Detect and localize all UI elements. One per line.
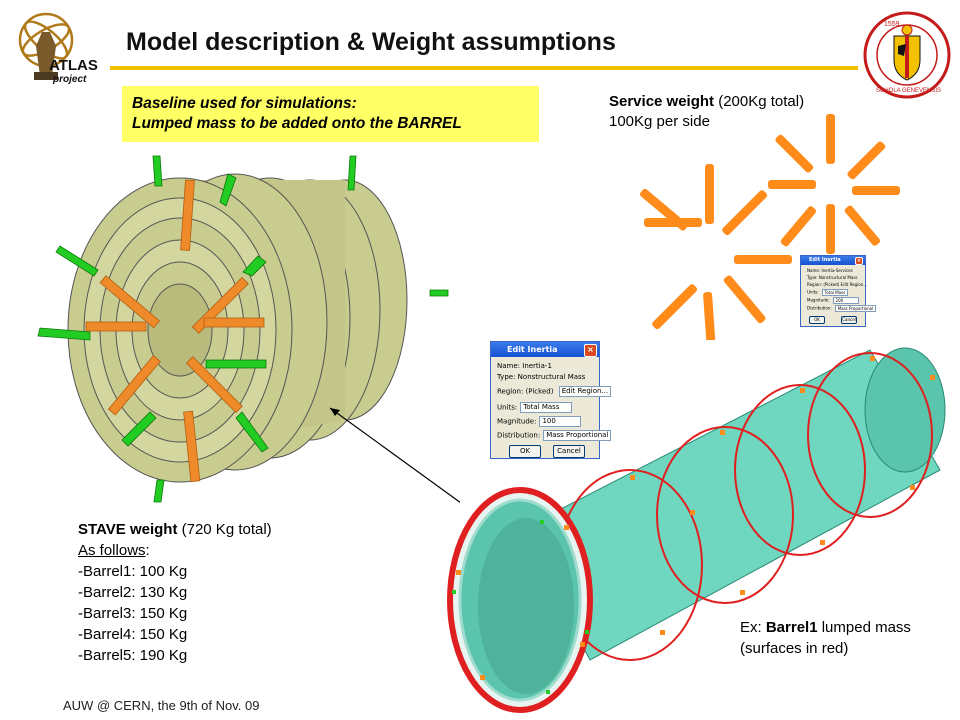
service-weight-per-side: 100Kg per side: [609, 113, 710, 130]
baseline-line-1: Baseline used for simulations:: [132, 95, 357, 112]
dialog-small-close-icon[interactable]: ×: [855, 257, 863, 265]
seal-motto: SCHOLA GENEVENSIS: [876, 88, 941, 94]
dialog-large-region-row: Region: (Picked) Edit Region...: [497, 386, 612, 397]
dialog-small-units-select[interactable]: Total Mass: [821, 289, 849, 296]
dialog-small-type-row: Type: Nonstructural Mass: [807, 275, 858, 280]
dialog-small-name-row: Name: Inertia-Services: [807, 268, 853, 273]
dialog-small-distribution-row: Distribution:Mass Proportional: [807, 305, 877, 312]
dialog-large-type-row: Type: Nonstructural Mass: [497, 373, 586, 381]
dialog-large-units-row: Units:Total Mass: [497, 402, 573, 413]
dialog-large-ok-button[interactable]: OK: [509, 445, 541, 458]
dialog-large-units-select[interactable]: Total Mass: [520, 402, 573, 413]
example-barrel-name: Barrel1: [765, 619, 818, 636]
dialog-small-distribution-select[interactable]: Mass Proportional: [834, 305, 877, 312]
seal-year: 1559: [884, 21, 900, 28]
dialog-large-distribution-row: Distribution:Mass Proportional: [497, 430, 612, 441]
atlas-logo-text: ATLAS: [49, 57, 98, 74]
dialog-small-units-row: Units:Total Mass: [807, 289, 849, 296]
dialog-small-title: Edit Inertia: [809, 257, 841, 263]
service-mass-illustration: [640, 114, 900, 340]
dialog-large-name-value: Inertia-1: [522, 362, 552, 370]
edit-inertia-dialog-small[interactable]: Edit Inertia × Name: Inertia-Services Typ…: [800, 255, 877, 327]
dialog-small-magnitude-input[interactable]: 200: [832, 297, 859, 304]
dialog-large-edit-region-button[interactable]: Edit Region...: [558, 386, 612, 397]
dialog-small-ok-button[interactable]: OK: [809, 316, 825, 324]
stave-item-barrel1: -Barrel1: 100 Kg: [78, 563, 188, 580]
stave-item-barrel3: -Barrel3: 150 Kg: [78, 605, 188, 622]
title-underline: [110, 66, 858, 70]
dialog-small-region-row: Region: (Picked) Edit Region...: [807, 282, 868, 287]
dialog-small-name-value: Inertia-Services: [821, 268, 853, 273]
stave-item-barrel2: -Barrel2: 130 Kg: [78, 584, 188, 601]
dialog-small-magnitude-row: Magnitude:200: [807, 297, 859, 304]
service-weight-text: Service weight (200Kg total) 100Kg per s…: [609, 92, 804, 132]
footer-text: AUW @ CERN, the 9th of Nov. 09: [63, 698, 260, 713]
stave-as-follows: As follows: [78, 542, 146, 559]
example-surfaces-note: (surfaces in red): [740, 640, 849, 657]
service-weight-label: Service weight: [609, 93, 715, 110]
baseline-note-box: Baseline used for simulations: Lumped ma…: [122, 86, 539, 142]
dialog-large-distribution-select[interactable]: Mass Proportional: [543, 430, 612, 441]
dialog-large-title: Edit Inertia: [507, 345, 558, 354]
stave-weight-label: STAVE weight: [78, 521, 178, 538]
university-seal: 1559 SCHOLA GENEVENSIS: [863, 11, 951, 99]
barrel1-cylinder-illustration: [447, 347, 946, 713]
dialog-large-magnitude-row: Magnitude:100: [497, 416, 582, 427]
edit-inertia-dialog-large[interactable]: Edit Inertia × Name: Inertia-1 Type: Nons…: [490, 341, 612, 459]
stave-weight-text: STAVE weight (720 Kg total) As follows: …: [78, 521, 272, 664]
atlas-logo: ATLAS project: [18, 12, 98, 85]
dialog-large-cancel-button[interactable]: Cancel: [553, 445, 585, 458]
stave-weight-total: (720 Kg total): [177, 521, 272, 538]
stave-item-barrel5: -Barrel5: 190 Kg: [78, 647, 188, 664]
dialog-large-close-icon[interactable]: ×: [584, 344, 597, 357]
barrel-model-illustration: [37, 155, 460, 503]
dialog-large-name-row: Name: Inertia-1: [497, 362, 552, 370]
stave-item-barrel4: -Barrel4: 150 Kg: [78, 626, 188, 643]
slide-title: Model description & Weight assumptions: [126, 28, 616, 56]
atlas-logo-subtext: project: [52, 74, 87, 85]
barrel1-example-caption: Ex: Barrel1 lumped mass (surfaces in red…: [740, 619, 911, 657]
dialog-small-edit-region-button[interactable]: Edit Region...: [840, 282, 868, 287]
dialog-large-magnitude-input[interactable]: 100: [539, 416, 582, 427]
service-weight-total: (200Kg total): [714, 93, 805, 110]
dialog-small-cancel-button[interactable]: Cancel: [841, 316, 857, 324]
baseline-line-2: Lumped mass to be added onto the BARREL: [132, 115, 462, 132]
